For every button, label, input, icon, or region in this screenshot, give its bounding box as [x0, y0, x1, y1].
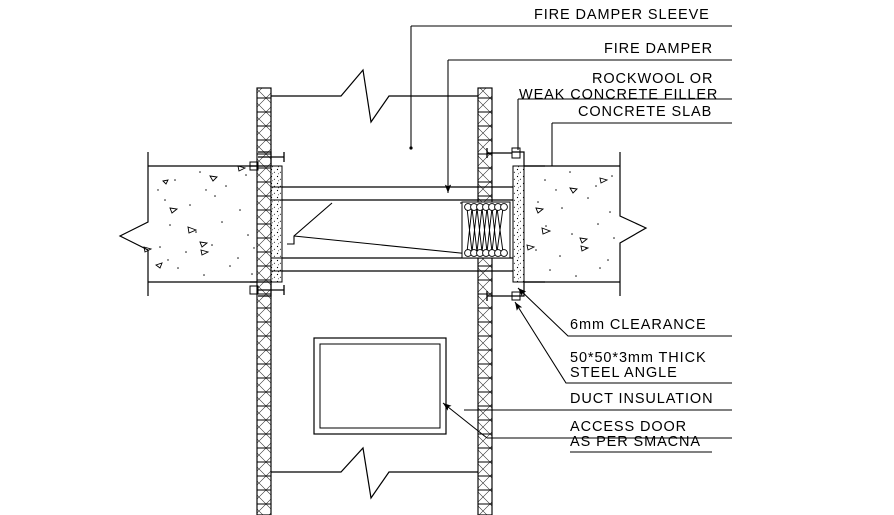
- label-concrete-slab: CONCRETE SLAB: [578, 104, 713, 120]
- label-rockwool-line1: ROCKWOOL OR: [592, 71, 714, 87]
- label-access-door-line2: AS PER SMACNA: [570, 434, 701, 450]
- duct-access-door: [313, 337, 447, 435]
- break-line-symbols: [271, 68, 478, 500]
- label-access-door-line1: ACCESS DOOR: [570, 419, 688, 435]
- label-steel-angle-line2: STEEL ANGLE: [570, 365, 678, 381]
- label-underlines: [519, 25, 732, 453]
- duct-section: [271, 186, 513, 272]
- insulated-wall-left: [256, 87, 272, 515]
- rockwool-weak-concrete-filler: [270, 165, 525, 283]
- label-duct-insulation: DUCT INSULATION: [570, 391, 714, 407]
- label-fire-damper-sleeve: FIRE DAMPER SLEEVE: [534, 7, 710, 23]
- damper-spring-coil: [461, 201, 511, 259]
- fire-damper-blade: [287, 202, 487, 255]
- concrete-slab-right: [524, 152, 648, 296]
- label-fire-damper: FIRE DAMPER: [604, 41, 713, 57]
- steel-angle-brackets: [249, 147, 545, 301]
- label-6mm-clearance: 6mm CLEARANCE: [570, 317, 707, 333]
- insulated-wall-right: [477, 87, 493, 515]
- label-rockwool-line2: WEAK CONCRETE FILLER: [519, 87, 719, 103]
- label-steel-angle-line1: 50*50*3mm THICK: [570, 350, 707, 366]
- concrete-slab-left: [118, 152, 262, 296]
